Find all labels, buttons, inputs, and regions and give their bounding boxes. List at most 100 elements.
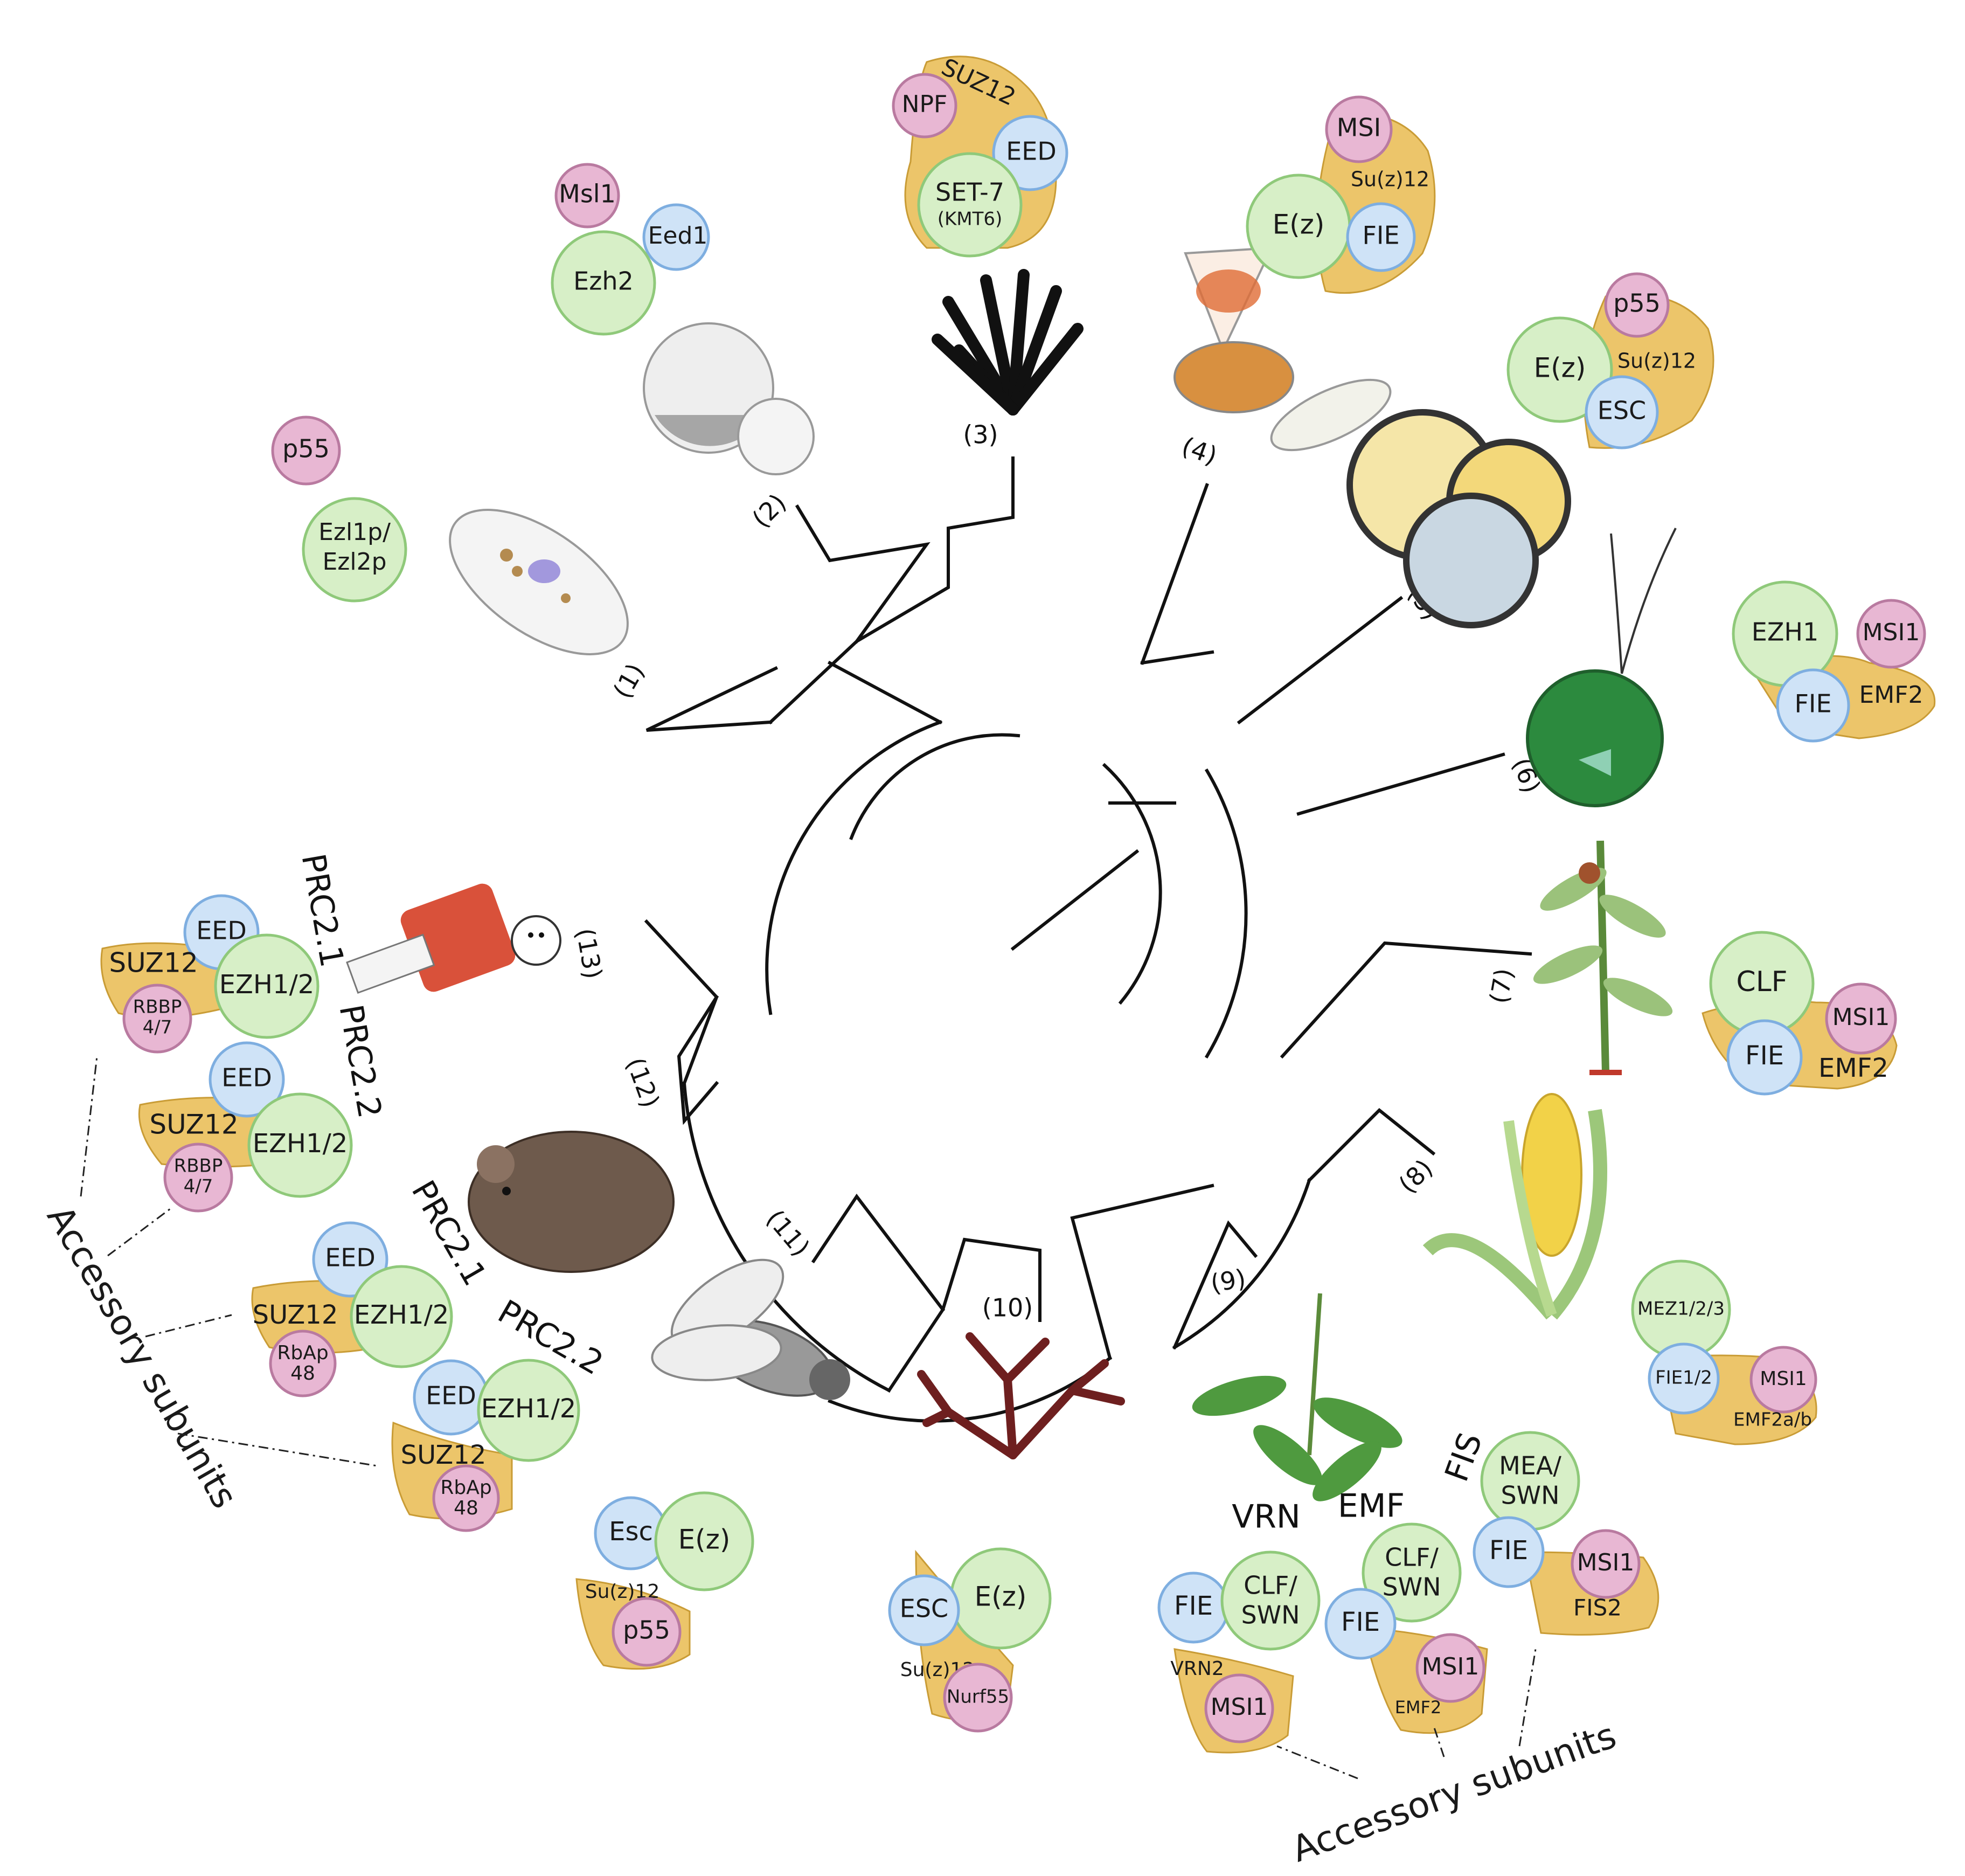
complex-11: Esc E(z) Su(z)12 p55 [575, 1491, 754, 1670]
msi1-subunit [1856, 599, 1926, 669]
ezh2-label: Ezh2 [573, 267, 634, 296]
clf-label: CLF [1736, 966, 1787, 998]
rbap-label-2: 48 [290, 1362, 315, 1384]
clf-subunit [1362, 1522, 1462, 1623]
fly-illustration [651, 1258, 850, 1400]
eed-label: EED [221, 1063, 272, 1092]
ezh2-subunit [551, 230, 656, 336]
branch-8 [1307, 1107, 1436, 1183]
arabidopsis-illustration [1192, 1293, 1402, 1501]
esc-label: ESC [1598, 396, 1646, 425]
accessory-label-left: Accessory subunits [39, 1199, 246, 1515]
esc-subunit [888, 1574, 960, 1646]
complex-1: p55 Ezl1p/ Ezl2p [271, 416, 407, 603]
rbbp-subunit [163, 1143, 233, 1213]
msi1-subunit [1749, 1346, 1817, 1414]
esc-label: ESC [900, 1594, 948, 1623]
clade-label-2: (2) [746, 488, 791, 533]
branch-7 [1280, 941, 1532, 1059]
msi1-subunit [1204, 1673, 1274, 1743]
mez-label: MEZ1/2/3 [1637, 1298, 1725, 1320]
msi1-label: MSI1 [1760, 1368, 1807, 1390]
rbap-label-1: RbAp [440, 1477, 491, 1499]
fie-label: FIE [1341, 1607, 1380, 1637]
branch-9-outer [1070, 1183, 1214, 1360]
mea-label-2: SWN [1501, 1481, 1559, 1510]
branch-4 [1140, 483, 1209, 665]
rbap-subunit [269, 1330, 337, 1397]
msi1-subunit [1571, 1529, 1641, 1599]
branch-13 [644, 919, 719, 1085]
eed-label: EED [1006, 137, 1057, 166]
emf2-label: EMF2 [1859, 681, 1923, 709]
fie-subunit [1346, 202, 1416, 272]
complex-mouse-prc21: PRC2.1 EED SUZ12 EZH1/2 RbAp 48 [251, 1174, 494, 1397]
ez-subunit [654, 1491, 754, 1591]
esc-label: Esc [609, 1517, 653, 1547]
complex-fis: FIS MEA/ SWN FIE MSI1 FIS2 [1438, 1428, 1660, 1636]
complex-human-prc22: PRC2.2 EED SUZ12 EZH1/2 RBBP 4/7 [138, 1002, 388, 1213]
tree-arc-left [765, 720, 942, 1015]
clade-label-7: (7) [1484, 966, 1518, 1006]
ezh-label: EZH1/2 [481, 1394, 577, 1424]
emf-title: EMF [1338, 1487, 1405, 1525]
dark-alga-illustration [932, 269, 1084, 416]
eed-label: EED [325, 1243, 376, 1272]
msl1-label: Msl1 [559, 179, 616, 209]
msi-label: MSI [1337, 113, 1381, 142]
complex-2: Eed1 Msl1 Ezh2 [551, 163, 710, 336]
phylogenetic-tree [644, 456, 1532, 1423]
branch-10 [886, 1237, 1041, 1393]
ez-label: E(z) [678, 1524, 731, 1555]
human-prc22-title: PRC2.2 [331, 1002, 388, 1121]
fie-subunit [1473, 1516, 1545, 1588]
tree-arc-inner [849, 733, 1020, 840]
p55-label: p55 [1613, 289, 1661, 318]
p55-label: p55 [623, 1616, 670, 1645]
fie-label: FIE1/2 [1655, 1367, 1712, 1389]
clade-label-1: (1) [607, 659, 650, 703]
suz12-label: SUZ12 [253, 1300, 338, 1330]
fie-subunit [1648, 1342, 1720, 1415]
complex-3: SUZ12 NPF EED SET-7 (KMT6) [892, 53, 1068, 258]
complex-5: p55 Su(z)12 E(z) ESC [1506, 272, 1714, 449]
rbap-subunit [432, 1464, 500, 1532]
branch-5 [1237, 596, 1404, 725]
esc-subunit [1585, 375, 1659, 449]
ezh-subunit [247, 1092, 353, 1198]
yeast-illustration [643, 322, 815, 475]
complex-7: CLF MSI1 FIE EMF2 [1702, 931, 1898, 1096]
msi1-subunit [1825, 982, 1897, 1055]
eed-label: EED [426, 1381, 476, 1410]
fie-subunit [1324, 1588, 1397, 1660]
mouse-illustration [468, 1131, 675, 1273]
suz-label: Su(z)12 [1351, 168, 1429, 191]
fie-label: FIE [1794, 689, 1831, 718]
ezh-label: EZH1/2 [253, 1129, 348, 1159]
fis2-label: FIS2 [1573, 1595, 1622, 1621]
eed1-label: Eed1 [648, 222, 708, 250]
fie-label: FIE [1174, 1591, 1213, 1621]
diatom-illustration [1174, 246, 1392, 452]
nurf55-subunit [943, 1663, 1013, 1733]
clf-label-1: CLF/ [1385, 1543, 1439, 1572]
mea-label-1: MEA/ [1499, 1451, 1561, 1480]
complex-10: E(z) ESC Su(z)12 Nurf55 [888, 1547, 1052, 1733]
branch-6 [1296, 752, 1505, 816]
suz12-label: SUZ12 [149, 1109, 238, 1140]
moss-illustration [1533, 840, 1673, 1075]
eed-subunit [992, 115, 1068, 191]
rbbp-label-2: 4/7 [143, 1017, 172, 1039]
ezh-subunit [477, 1359, 580, 1462]
msi1-label: MSI1 [1863, 619, 1920, 646]
clade-label-11: (11) [761, 1204, 816, 1262]
fie-label: FIE [1745, 1041, 1784, 1071]
rbbp-label-1: RBBP [133, 996, 182, 1018]
fie-label: FIE [1362, 221, 1399, 250]
complex-4: MSI Su(z)12 E(z) FIE [1246, 95, 1436, 294]
nurf55-label: Nurf55 [947, 1686, 1009, 1708]
suz12-label: SUZ12 [109, 947, 198, 979]
branch-11 [811, 1193, 946, 1312]
clf-label-1: CLF/ [1244, 1571, 1297, 1600]
clf-label-2: SWN [1241, 1601, 1300, 1630]
